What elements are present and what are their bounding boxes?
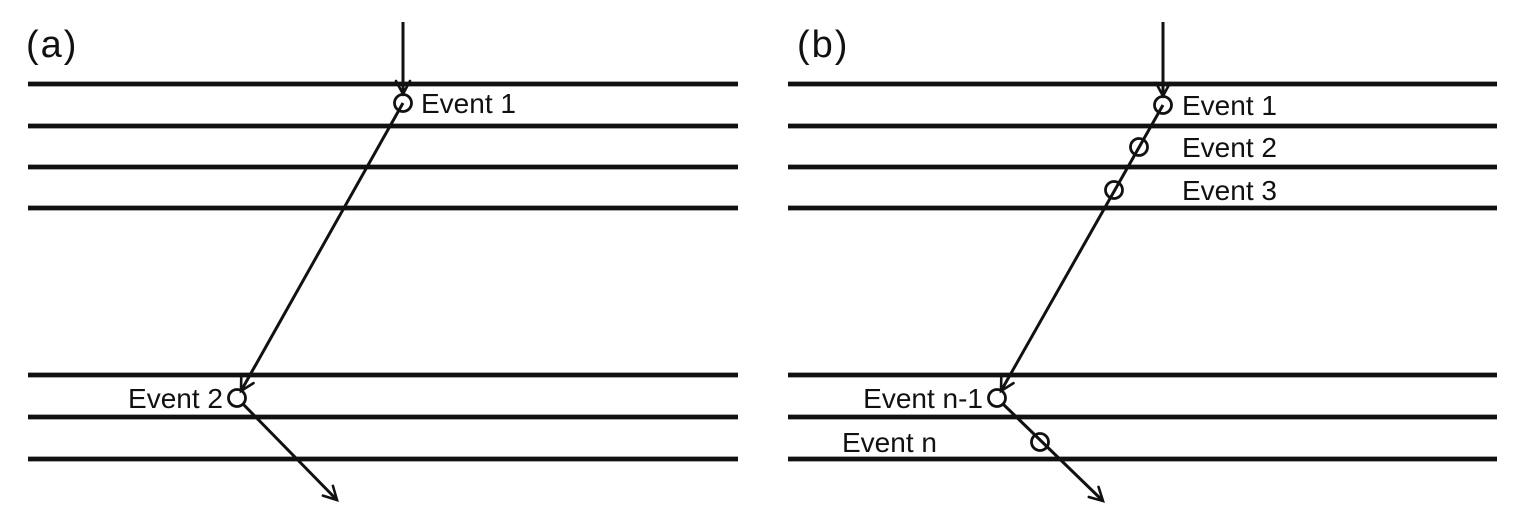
panel-label: (b): [797, 24, 849, 66]
ray-segment: [1001, 402, 1105, 503]
ray-segment: [239, 102, 405, 394]
event-label: Event 3: [1182, 175, 1277, 206]
event-circle: [1153, 95, 1173, 115]
event-circle: [1030, 432, 1050, 452]
event-label: Event 2: [128, 383, 223, 414]
event-circle: [393, 93, 413, 113]
event-label: Event n: [842, 427, 937, 458]
panel-label: (a): [26, 24, 78, 66]
ray-segment: [241, 402, 339, 502]
ray-segment: [999, 104, 1165, 394]
event-label: Event 1: [421, 88, 516, 119]
event-circle: [227, 388, 247, 408]
event-label: Event 1: [1182, 90, 1277, 121]
event-label: Event 2: [1182, 132, 1277, 163]
event-circle: [987, 388, 1007, 408]
event-circle: [1129, 137, 1149, 157]
event-circle: [1104, 180, 1124, 200]
panel-a: Event 1 Event 2 (a): [26, 22, 738, 502]
event-label: Event n-1: [863, 383, 983, 414]
